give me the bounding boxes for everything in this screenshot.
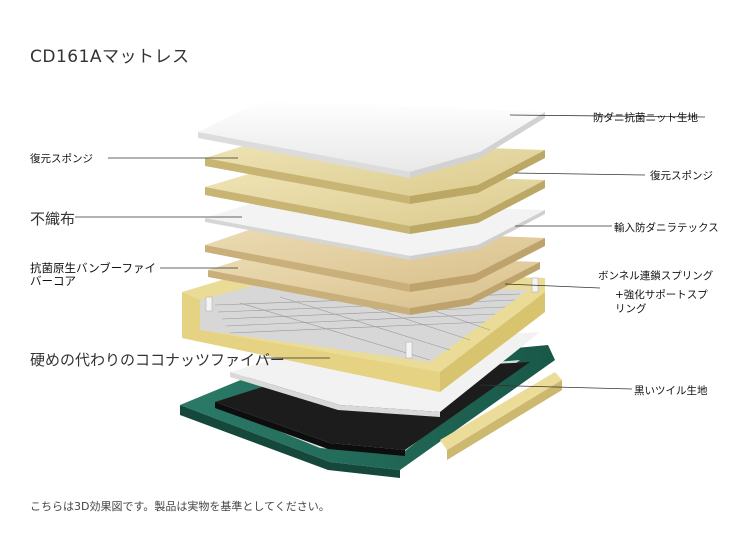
page-title: CD161Aマットレス — [30, 47, 190, 67]
disclaimer-text: こちらは3D効果図です。製品は実物を基準としてください。 — [30, 500, 330, 513]
label-knit-fabric: 防ダニ抗菌ニット生地 — [593, 112, 698, 124]
leader-lines — [75, 114, 706, 390]
knit-fabric-layer — [198, 100, 545, 178]
label-spring-line2: +強化サポートスプ — [615, 289, 708, 301]
label-black-twill: 黒いツイル生地 — [634, 385, 708, 397]
label-spring-line1: ボンネル連鎖スプリング — [598, 270, 714, 282]
label-spring-line3: リング — [615, 303, 647, 315]
label-bamboo-fiber-line1: 抗菌原生バンブーファイ — [30, 261, 157, 275]
label-bamboo-fiber-line2: バーコア — [30, 274, 76, 288]
label-nonwoven: 不織布 — [30, 210, 76, 228]
label-sponge-right: 復元スポンジ — [650, 170, 713, 182]
label-sponge-left: 復元スポンジ — [30, 153, 93, 165]
label-latex: 輸入防ダニラテックス — [614, 222, 719, 234]
label-coconut-fiber: 硬めの代わりのココナッツファイバー — [30, 351, 285, 369]
side-board-layer — [440, 372, 562, 460]
